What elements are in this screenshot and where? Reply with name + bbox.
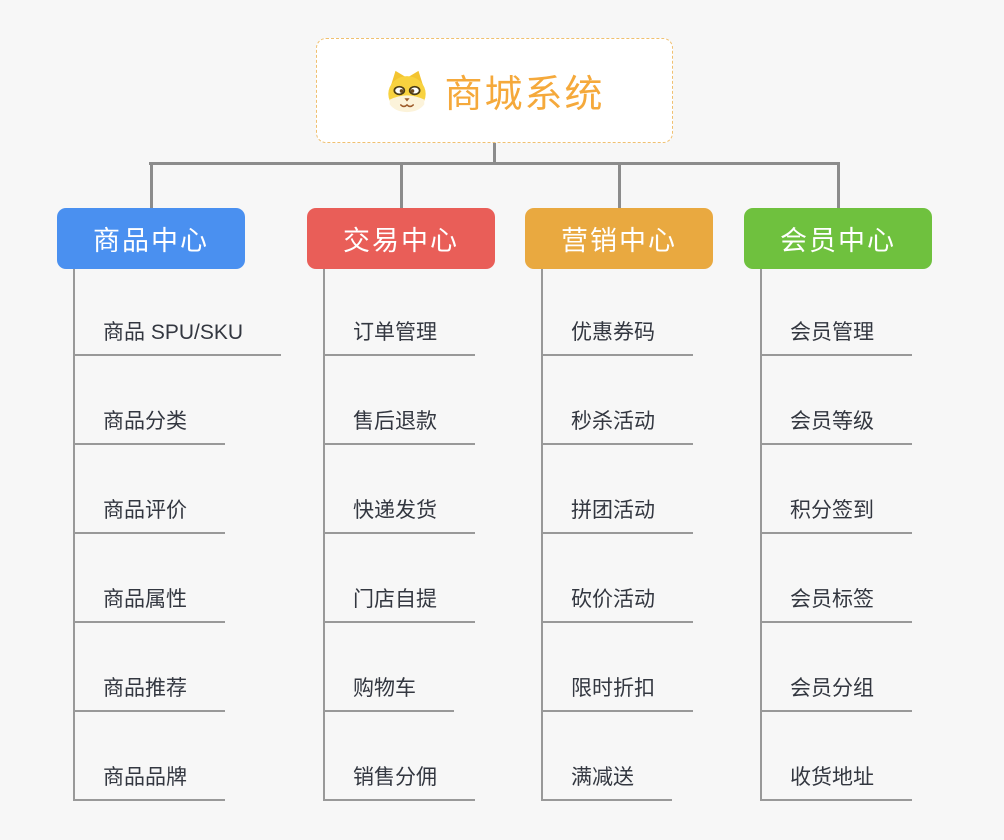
leaf-item[interactable]: 快递发货 [323, 494, 475, 534]
dog-icon [384, 68, 430, 114]
leaf-item[interactable]: 商品分类 [73, 405, 225, 445]
branch-node[interactable]: 交易中心 [307, 208, 495, 269]
branch-trunk-line [323, 269, 325, 801]
leaf-item[interactable]: 购物车 [323, 672, 454, 712]
connector-branch-drop [618, 162, 621, 208]
leaf-item[interactable]: 门店自提 [323, 583, 475, 623]
connector-branch-drop [150, 162, 153, 208]
leaf-item[interactable]: 会员管理 [760, 316, 912, 356]
branch-label: 商品中心 [93, 226, 209, 256]
leaf-item[interactable]: 会员标签 [760, 583, 912, 623]
leaf-item[interactable]: 商品推荐 [73, 672, 225, 712]
branch-label: 会员中心 [780, 226, 896, 256]
branch-trunk-line [73, 269, 75, 801]
leaf-item[interactable]: 商品属性 [73, 583, 225, 623]
root-node[interactable]: 商城系统 [316, 38, 673, 143]
branch-node[interactable]: 会员中心 [744, 208, 932, 269]
branch-node[interactable]: 营销中心 [525, 208, 713, 269]
connector-root-drop [493, 143, 496, 164]
leaf-item[interactable]: 优惠券码 [541, 316, 693, 356]
connector-horizontal-bar [149, 162, 840, 165]
leaf-item[interactable]: 售后退款 [323, 405, 475, 445]
leaf-item[interactable]: 积分签到 [760, 494, 912, 534]
leaf-item[interactable]: 收货地址 [760, 761, 912, 801]
leaf-item[interactable]: 订单管理 [323, 316, 475, 356]
leaf-item[interactable]: 拼团活动 [541, 494, 693, 534]
root-title: 商城系统 [444, 74, 605, 116]
leaf-item[interactable]: 会员分组 [760, 672, 912, 712]
branch-label: 交易中心 [343, 226, 459, 256]
leaf-item[interactable]: 商品评价 [73, 494, 225, 534]
connector-branch-drop [837, 162, 840, 208]
leaf-item[interactable]: 限时折扣 [541, 672, 693, 712]
leaf-item[interactable]: 秒杀活动 [541, 405, 693, 445]
branch-label: 营销中心 [561, 226, 677, 256]
leaf-item[interactable]: 砍价活动 [541, 583, 693, 623]
connector-branch-drop [400, 162, 403, 208]
leaf-item[interactable]: 商品 SPU/SKU [73, 316, 282, 356]
leaf-item[interactable]: 商品品牌 [73, 761, 225, 801]
branch-trunk-line [541, 269, 543, 801]
leaf-item[interactable]: 满减送 [541, 761, 672, 801]
leaf-item[interactable]: 会员等级 [760, 405, 912, 445]
leaf-item[interactable]: 销售分佣 [323, 761, 475, 801]
branch-node[interactable]: 商品中心 [57, 208, 245, 269]
branch-trunk-line [760, 269, 762, 801]
